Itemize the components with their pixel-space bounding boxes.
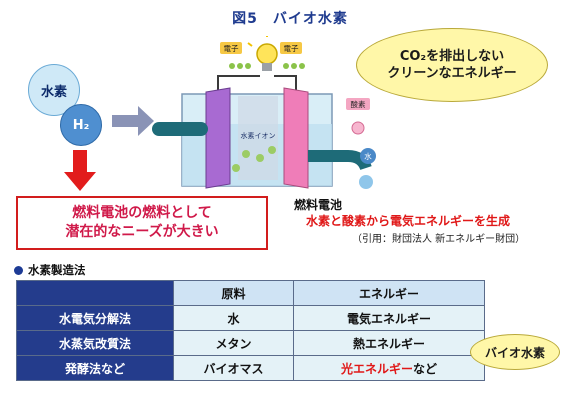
method-energy: 電気エネルギー xyxy=(293,305,485,331)
section-heading: 水素製造法 xyxy=(14,262,86,278)
hydrogen-name-bubble: 水素 xyxy=(28,64,80,116)
water-label: 水 xyxy=(364,151,372,161)
fuel-cell-citation: （引用：財団法人 新エネルギー財団） xyxy=(352,234,526,245)
table-corner-cell xyxy=(16,280,174,306)
method-name: 水蒸気改質法 xyxy=(16,330,174,356)
electron-label-left-box xyxy=(220,42,242,54)
section-title: 水素製造法 xyxy=(28,263,86,277)
hydrogen-formula-bubble: H₂ xyxy=(60,104,102,146)
electron-label-left: 電子 xyxy=(224,44,239,53)
callout-line-1: CO₂を排出しない xyxy=(399,49,505,64)
water-molecule-icon xyxy=(359,175,373,189)
right-arrow-icon xyxy=(112,106,154,136)
electron-dots xyxy=(229,63,305,69)
clean-energy-callout: CO₂を排出しない クリーンなエネルギー xyxy=(356,28,548,102)
membrane xyxy=(238,96,278,180)
anode-electrode xyxy=(205,87,231,189)
callout-line-2: クリーンなエネルギー xyxy=(387,66,517,81)
method-name: 発酵法など xyxy=(16,355,174,381)
oxygen-molecule-icon xyxy=(351,121,365,135)
ion-label: 水素イオン xyxy=(241,131,276,140)
method-energy: 熱エネルギー xyxy=(293,330,485,356)
method-material: メタン xyxy=(172,330,295,356)
header-energy: エネルギー xyxy=(293,280,485,306)
fuel-cell-title: 燃料電池 xyxy=(294,198,343,212)
method-energy-suffix: など xyxy=(413,361,438,376)
electron-label-right: 電子 xyxy=(284,44,299,53)
table-row: 発酵法など バイオマス 光エネルギーなど xyxy=(16,355,485,381)
electron-label-right-box xyxy=(280,42,302,54)
figure-title: 図5 バイオ水素 xyxy=(232,11,348,27)
method-energy: 光エネルギー xyxy=(341,361,414,376)
cathode-electrode xyxy=(283,87,309,189)
water-badge-icon xyxy=(360,148,376,164)
method-material: 水 xyxy=(172,305,295,331)
light-bulb-icon xyxy=(247,36,287,71)
bio-hydrogen-callout: バイオ水素 xyxy=(470,334,560,370)
header-material: 原料 xyxy=(172,280,295,306)
fuel-need-box: 燃料電池の燃料として 潜在的なニーズが大きい xyxy=(16,196,268,250)
method-material: バイオマス xyxy=(172,355,295,381)
water-outlet-pipe xyxy=(308,150,372,171)
hydrogen-production-table: 原料 エネルギー 水電気分解法 水 電気エネルギー 水蒸気改質法 メタン 熱エネ… xyxy=(16,280,485,381)
fuel-cell-diagram: 電子 電子 水素イオン 酸素 水 xyxy=(152,36,376,189)
bullet-icon xyxy=(14,266,23,275)
table-header-row: 原料 エネルギー xyxy=(16,280,485,306)
hydrogen-inlet-pipe xyxy=(152,122,208,136)
need-line-2: 潜在的なニーズが大きい xyxy=(65,224,219,240)
method-energy-cell: 光エネルギーなど xyxy=(293,355,485,381)
table-row: 水蒸気改質法 メタン 熱エネルギー xyxy=(16,330,485,356)
oxygen-label: 酸素 xyxy=(351,99,366,109)
fuel-cell-description: 水素と酸素から電気エネルギーを生成 xyxy=(306,214,511,228)
hydrogen-ion-dots xyxy=(232,146,276,172)
need-line-1: 燃料電池の燃料として xyxy=(72,205,212,221)
down-arrow-icon xyxy=(64,150,96,191)
method-name: 水電気分解法 xyxy=(16,305,174,331)
table-row: 水電気分解法 水 電気エネルギー xyxy=(16,305,485,331)
